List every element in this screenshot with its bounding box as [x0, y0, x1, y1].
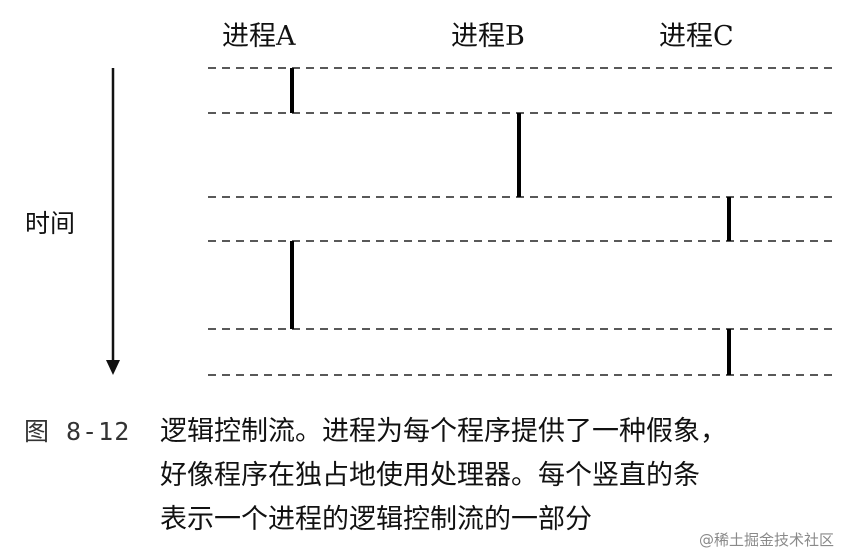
- flow-segments: [290, 68, 731, 375]
- caption-line-3: 表示一个进程的逻辑控制流的一部分: [160, 504, 592, 535]
- caption-line-2: 好像程序在独占地使用处理器。每个竖直的条: [160, 460, 700, 491]
- figure-number: 图 8-12: [24, 417, 131, 446]
- process-c-label: 进程C: [659, 21, 734, 52]
- caption-line-1: 逻辑控制流。进程为每个程序提供了一种假象，: [160, 416, 727, 447]
- time-axis-label: 时间: [25, 209, 76, 238]
- process-a-label: 进程A: [222, 21, 296, 52]
- time-arrow: [106, 68, 120, 375]
- watermark: @稀土掘金技术社区: [698, 531, 834, 549]
- process-b-label: 进程B: [451, 21, 525, 52]
- control-flow-diagram: [106, 67, 832, 376]
